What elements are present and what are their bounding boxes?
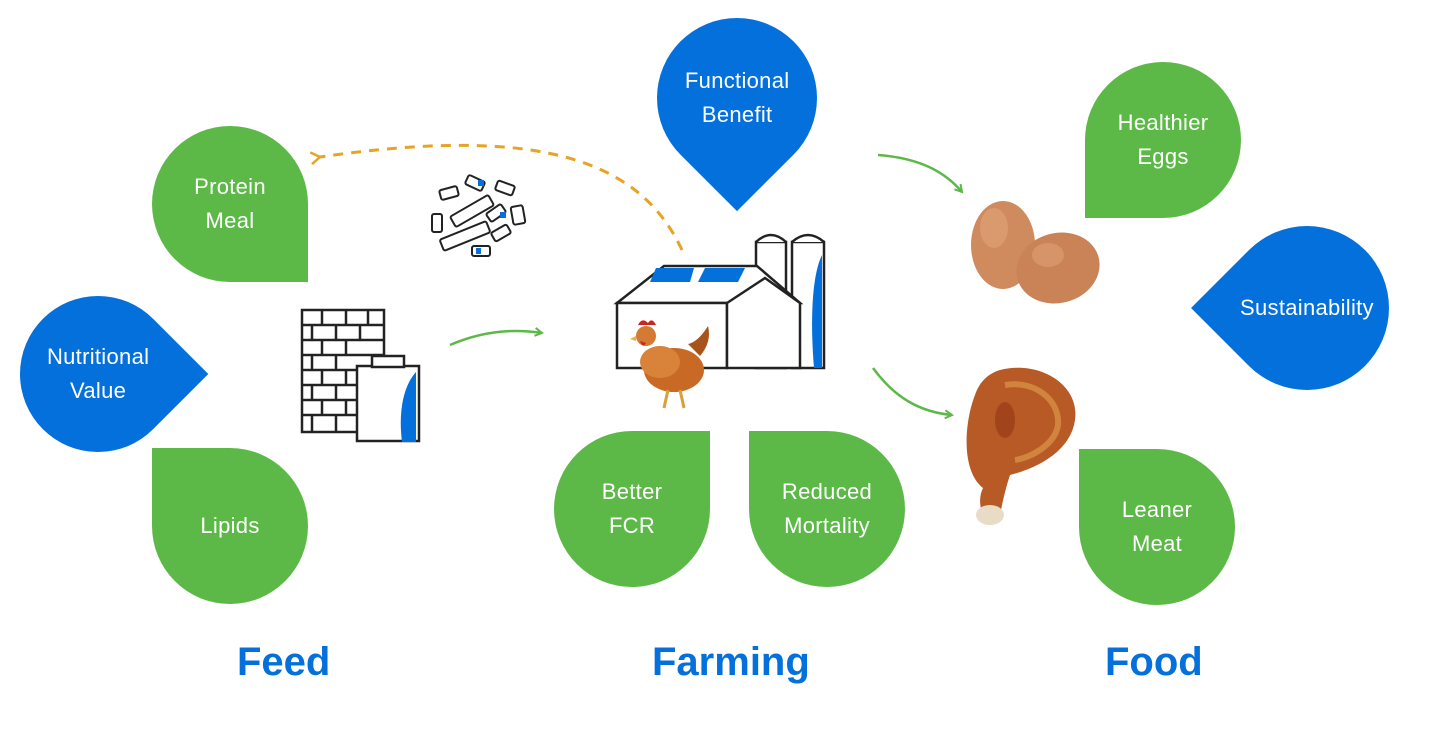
functional-benefit-label: Functional Benefit xyxy=(684,67,790,127)
arrow-farm-to-meat xyxy=(871,367,952,415)
dashed-return-arrow xyxy=(320,143,684,251)
arrow-farm-to-eggs xyxy=(877,153,962,192)
eggs-image xyxy=(971,201,1100,304)
nutritional-value-label: Nutritional Value xyxy=(46,344,150,403)
better-fcr-drop: Better FCR xyxy=(554,431,710,587)
leaner-meat-drop: Leaner Meat xyxy=(1079,449,1235,605)
arrow-feed-to-farm xyxy=(449,331,542,347)
food-title: Food xyxy=(1105,640,1203,684)
sustainability-label: Sustainability xyxy=(1240,294,1374,320)
feed-icon xyxy=(300,308,421,443)
hen-image xyxy=(630,320,709,409)
pellets-icon xyxy=(431,174,527,257)
lipids-drop: Lipids xyxy=(152,448,308,604)
healthier-eggs-drop: Healthier Eggs xyxy=(1085,62,1241,218)
farm-icon xyxy=(613,233,826,370)
reduced-mortality-drop: Reduced Mortality xyxy=(749,431,905,587)
protein-meal-drop: Protein Meal xyxy=(152,126,308,282)
feed-title: Feed xyxy=(237,640,331,684)
drumstick-image xyxy=(966,367,1076,525)
farming-title: Farming xyxy=(652,640,810,684)
